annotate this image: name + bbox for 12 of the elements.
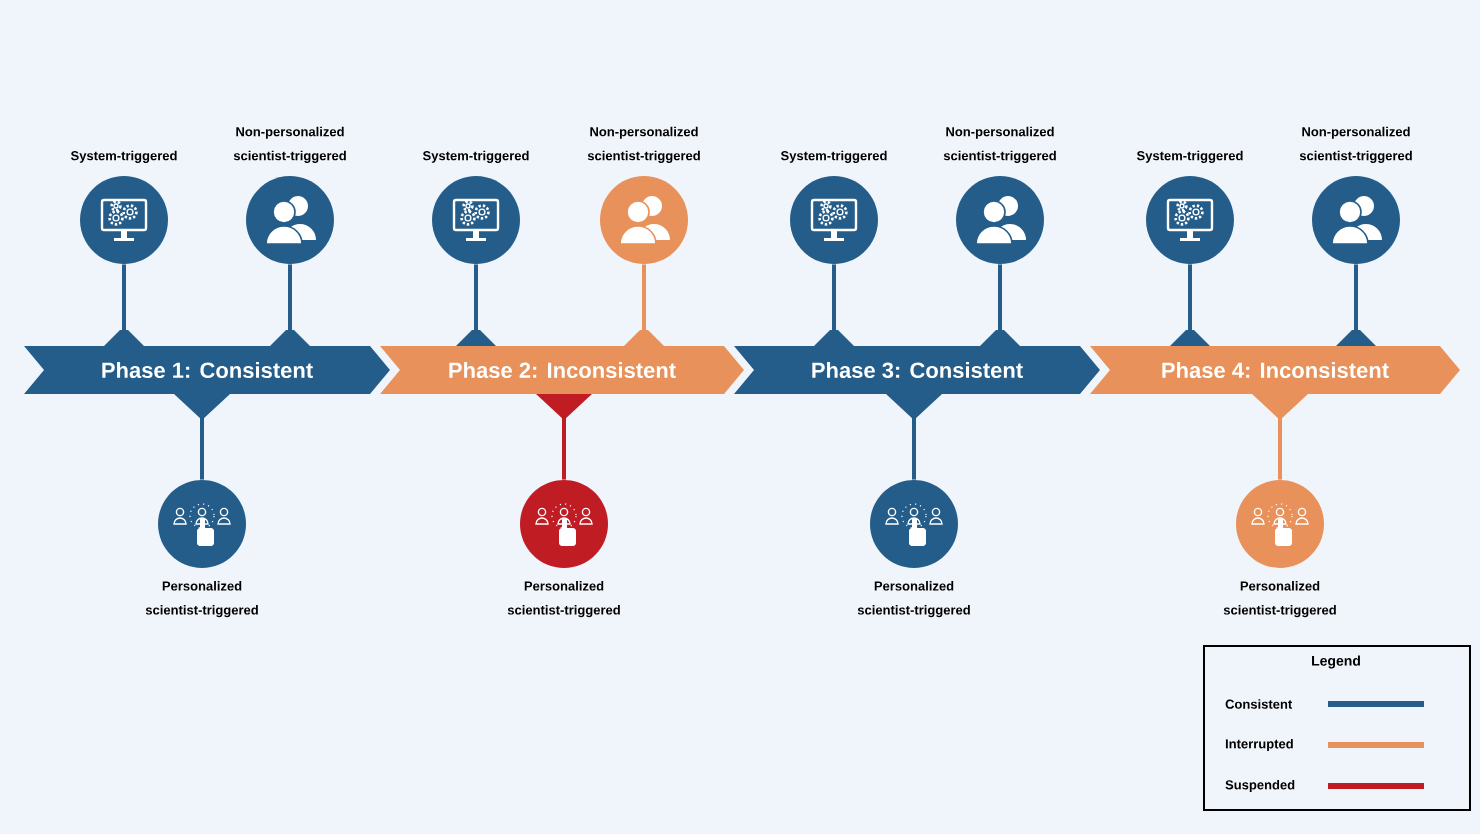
connector bbox=[1336, 264, 1376, 346]
connector bbox=[814, 264, 854, 346]
connector bbox=[886, 394, 942, 480]
connector bbox=[104, 264, 144, 346]
connector bbox=[270, 264, 310, 346]
connector bbox=[980, 264, 1020, 346]
connector bbox=[1252, 394, 1308, 480]
connector bbox=[536, 394, 592, 480]
connector bbox=[1170, 264, 1210, 346]
connector bbox=[456, 264, 496, 346]
connector bbox=[624, 264, 664, 346]
connector bbox=[174, 394, 230, 480]
